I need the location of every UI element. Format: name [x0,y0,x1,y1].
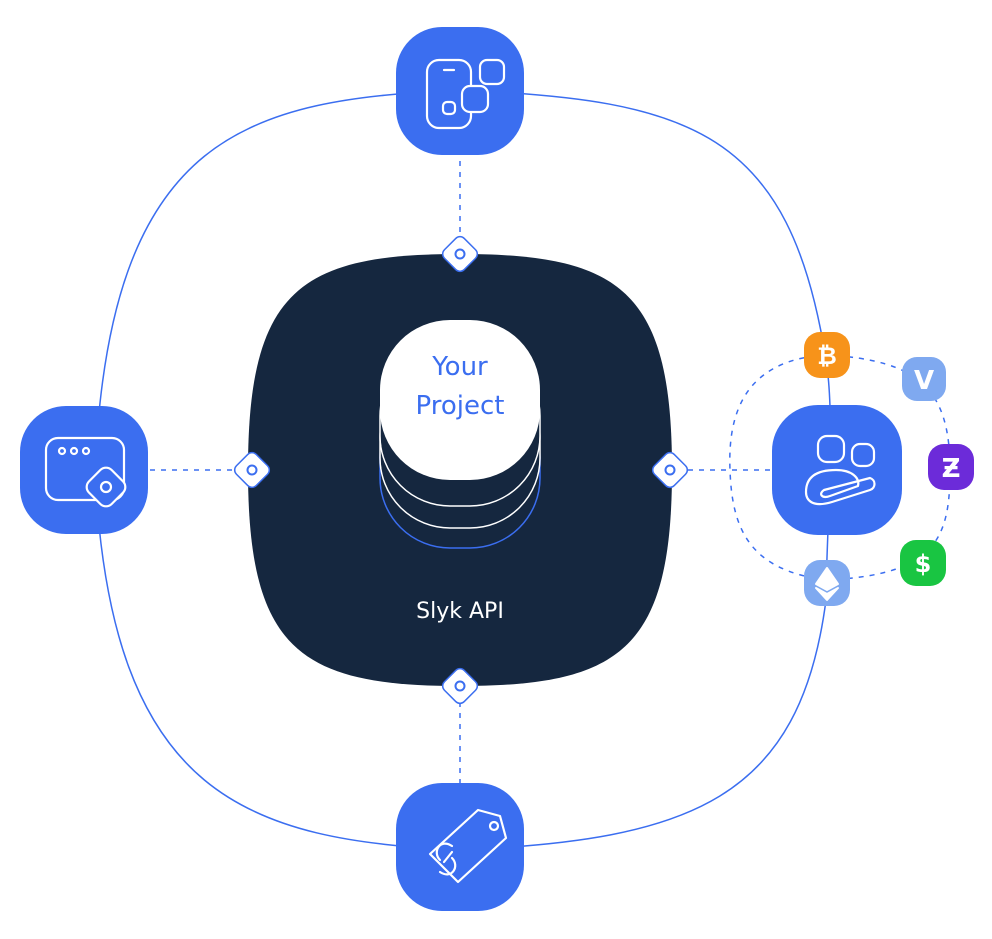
zcash-icon: Ƶ [942,454,961,484]
apps-icon [425,58,506,130]
node-left [20,406,148,534]
ethereum-icon [815,567,839,601]
payment-badges: ₿ V Ƶ $ [804,332,974,606]
zcash-badge: Ƶ [928,444,974,490]
cash-icon: $ [915,550,932,578]
diamond-right [651,451,689,489]
cash-badge: $ [900,540,946,586]
api-label: Slyk API [416,599,504,624]
link-tag-icon [428,808,508,884]
bitcoin-badge: ₿ [804,332,850,378]
project-title-line2: Project [416,391,505,421]
ethereum-badge [804,560,850,606]
venmo-icon: V [914,366,934,396]
diamond-bottom [441,667,479,705]
browser-plugin-icon [44,436,127,508]
project-stack [379,320,541,549]
connector-diamonds [233,235,689,705]
users-icon [804,434,876,506]
project-title-line1: Your [431,352,488,382]
diamond-top [441,235,479,273]
project-card [380,320,540,480]
node-right [772,405,902,535]
node-top [396,27,524,155]
venmo-badge: V [902,357,946,401]
bitcoin-icon: ₿ [817,342,837,370]
node-bottom [396,783,524,911]
outer-ring [94,89,832,851]
diamond-left [233,451,271,489]
connectors [150,150,780,790]
